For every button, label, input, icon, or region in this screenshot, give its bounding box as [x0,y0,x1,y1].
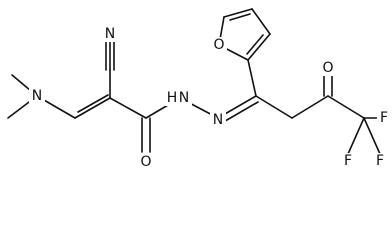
atom-nh: H N [164,90,192,106]
bond-furan-c4-c3 [251,8,271,35]
bond-c-furan [247,59,257,97]
bond-furan-c3-c2-inner [246,34,264,55]
atom-hydrazone-n: N [210,112,226,128]
f-right-label: F [380,110,388,126]
bond-vinyl-double [74,97,111,119]
carbonyl-o-label: O [140,154,151,170]
atom-f-right: F [377,110,391,126]
f-bottom-left-label: F [344,153,352,169]
furan-o-label: O [213,37,224,53]
atom-f-bottom-left: F [340,153,356,169]
nh-h-label: H [167,90,178,106]
bond-furan-c3-c2 [247,33,271,61]
bond-vinyl-double-inner [77,94,109,113]
ketone-o-label: O [322,60,333,76]
chemical-structure: N N O H N N O O F [7,8,391,170]
nh-n-label: N [179,90,189,106]
nitrile-n-label: N [105,26,115,42]
atom-nitrile-n: N [102,26,118,42]
bond-ketone-cf3 [327,95,365,119]
bond-n-c-double-2 [219,101,259,125]
atom-ketone-o: O [320,60,336,76]
atom-amine-n: N [29,88,45,104]
bond-c-f-bottom-left [347,117,365,155]
bond-c-f-bottom-right [363,117,381,155]
bonds [7,8,385,155]
atom-furan-o: O [211,37,227,53]
amine-n-label: N [32,88,42,104]
f-bottom-right-label: F [376,153,384,169]
atom-carbonyl-o: O [138,154,154,170]
atom-f-bottom-right: F [372,153,388,169]
hydrazone-n-label: N [213,112,223,128]
bond-ch2-ketone [291,95,329,119]
bond-furan-c5-c4-inner [229,13,251,21]
bond-c-carbonyl [109,97,147,119]
bond-c-ch2 [255,95,293,119]
bond-furan-c5-c4 [223,8,253,18]
atom-labels: N N O H N N O O F [29,26,391,170]
